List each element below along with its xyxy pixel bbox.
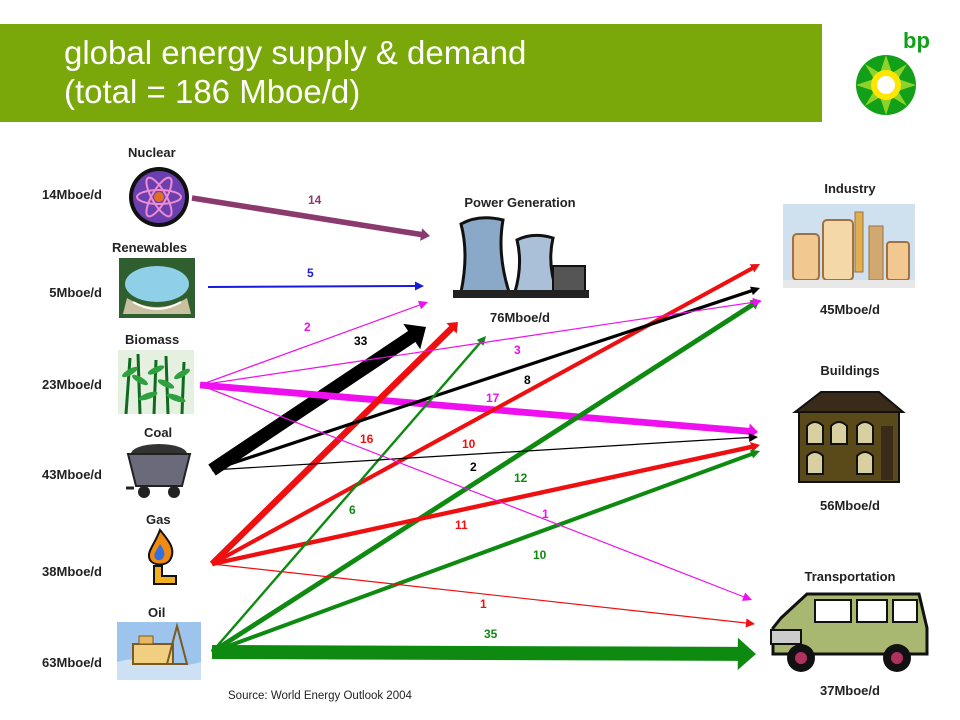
dest-value-power: 76Mboe/d [490, 310, 550, 325]
supply-value-coal: 43Mboe/d [42, 467, 102, 482]
flow-arrow-renewables-power [208, 281, 424, 291]
flow-arrow-gas-power [209, 322, 458, 567]
flow-value-coal-power: 33 [354, 334, 368, 348]
supply-name-gas: Gas [146, 512, 171, 527]
truck-icon [770, 592, 929, 672]
supply-value-nuclear: 14Mboe/d [42, 187, 102, 202]
flow-value-biomass-industry: 3 [514, 343, 521, 357]
supply-name-renewables: Renewables [112, 240, 188, 255]
supply-name-oil: Oil [148, 605, 166, 620]
flow-value-gas-transport: 1 [480, 597, 487, 611]
flow-arrow-coal-industry [211, 286, 760, 472]
house-icon [792, 391, 906, 483]
crops-icon [118, 350, 194, 414]
supply-value-renewables: 5Mboe/d [49, 285, 102, 300]
title-line-2: (total = 186 Mboe/d) [64, 73, 361, 110]
flow-value-coal-industry: 8 [524, 373, 531, 387]
hydro-dam-icon [119, 258, 195, 318]
supply-value-oil: 63Mboe/d [42, 655, 102, 670]
flow-value-coal-buildings: 2 [470, 460, 477, 474]
flow-value-oil-power: 6 [349, 503, 356, 517]
flow-arrow-oil-transport [212, 637, 756, 670]
supply-name-biomass: Biomass [125, 332, 180, 347]
supply-name-coal: Coal [144, 425, 173, 440]
flow-value-biomass-power: 2 [304, 320, 311, 334]
flow-arrow-biomass-buildings [199, 381, 758, 439]
flow-arrow-gas-buildings [211, 442, 760, 567]
flow-arrow-oil-power [211, 336, 486, 653]
flow-value-biomass-transport: 1 [542, 507, 549, 521]
dest-value-industry: 45Mboe/d [820, 302, 880, 317]
flow-arrow-nuclear-power [191, 195, 430, 241]
dest-name-transport: Transportation [804, 569, 896, 584]
dest-value-transport: 37Mboe/d [820, 683, 880, 698]
factory-icon [783, 204, 915, 288]
oil-rig-icon [117, 622, 201, 680]
flow-arrow-biomass-transport [199, 384, 753, 601]
nuclear-icon [129, 167, 189, 227]
dest-name-power: Power Generation [464, 195, 576, 210]
flow-value-gas-buildings: 11 [455, 518, 468, 532]
flow-arrow-oil-buildings [211, 449, 761, 654]
title-line-1: global energy supply & demand [64, 34, 527, 71]
flow-value-biomass-buildings: 17 [486, 391, 500, 405]
supply-name-nuclear: Nuclear [128, 145, 176, 160]
flow-value-nuclear-power: 14 [308, 193, 322, 207]
flow-value-oil-transport: 35 [484, 627, 498, 641]
bp-logo-text: bp [903, 28, 930, 53]
power-plant-icon [453, 216, 589, 298]
source-note: Source: World Energy Outlook 2004 [228, 690, 412, 702]
dest-value-buildings: 56Mboe/d [820, 498, 880, 513]
dest-name-buildings: Buildings [820, 363, 880, 378]
page-title: global energy supply & demand (total = 1… [64, 33, 526, 111]
flow-arrow-oil-industry [210, 300, 760, 654]
flow-value-gas-industry: 10 [462, 437, 476, 451]
flow-value-oil-buildings: 10 [533, 548, 547, 562]
flow-arrow-gas-industry [211, 264, 760, 566]
flow-arrow-biomass-industry [199, 297, 762, 386]
gas-flame-icon [148, 528, 177, 585]
flow-arrow-coal-power [208, 323, 426, 476]
flow-arrow-coal-buildings [212, 433, 758, 471]
supply-value-gas: 38Mboe/d [42, 564, 102, 579]
supply-value-biomass: 23Mboe/d [42, 377, 102, 392]
bp-logo: bp [856, 28, 930, 115]
flow-value-renewables-power: 5 [307, 266, 314, 280]
coal-cart-icon [126, 444, 192, 498]
flow-value-gas-power: 16 [360, 432, 374, 446]
flow-arrow-biomass-power [199, 300, 428, 386]
dest-name-industry: Industry [824, 181, 876, 196]
flow-value-oil-industry: 12 [514, 471, 528, 485]
flow-arrow-gas-transport [211, 563, 755, 628]
title-banner [0, 24, 822, 122]
